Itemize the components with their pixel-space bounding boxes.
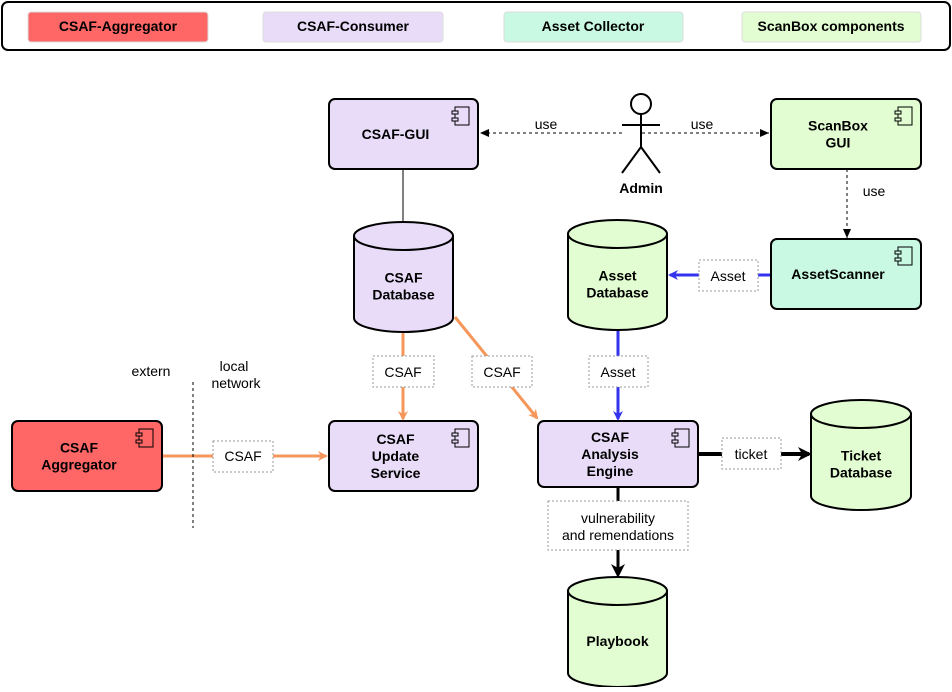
use-label-scanbox-gui: use — [691, 116, 714, 132]
legend-scanbox-swatch — [741, 11, 922, 43]
playbook-database-label-1: Playbook — [586, 633, 648, 649]
csaf-label-update: CSAF — [372, 355, 435, 388]
uml-component-icon — [451, 428, 470, 448]
boundary-extern-label: extern — [132, 363, 171, 379]
legend-consumer-swatch — [262, 11, 444, 43]
scanbox-gui-component-label-1: ScanBox — [808, 118, 868, 134]
ticket-database-label-1: Ticket — [841, 448, 882, 464]
legend-consumer-label: CSAF-Consumer — [297, 18, 410, 34]
asset-label-scanner: Asset — [698, 259, 759, 292]
svg-text:Asset: Asset — [710, 268, 745, 284]
svg-text:vulnerability: vulnerability — [581, 510, 655, 526]
csaf-gui-component-label-1: CSAF-GUI — [362, 126, 430, 142]
csaf-analysis-engine-component-label-2: Analysis — [581, 446, 639, 462]
use-label-csaf-gui: use — [535, 116, 558, 132]
svg-text:ticket: ticket — [735, 446, 768, 462]
asset-database-label-2: Database — [586, 285, 648, 301]
uml-component-icon — [451, 106, 470, 126]
asset-database-label-1: Asset — [598, 268, 636, 284]
ticket-label: ticket — [721, 437, 782, 470]
csaf-analysis-engine-component-label-3: Engine — [587, 463, 634, 479]
svg-text:Asset: Asset — [600, 364, 635, 380]
boundary-local-label-2: network — [211, 375, 261, 391]
csaf-database-label-2: Database — [372, 287, 434, 303]
csaf-gui-component[interactable]: CSAF-GUI — [328, 98, 479, 170]
scanbox-gui-component-label-2: GUI — [826, 135, 851, 151]
uml-component-icon — [671, 428, 690, 448]
svg-text:CSAF: CSAF — [483, 364, 520, 380]
uml-component-icon — [135, 428, 154, 448]
csaf-update-service-component-label-3: Service — [371, 465, 421, 481]
use-label-scanner: use — [863, 183, 886, 199]
admin-label: Admin — [619, 180, 663, 196]
admin-actor — [621, 93, 661, 174]
svg-text:CSAF: CSAF — [384, 364, 421, 380]
asset-label-engine: Asset — [588, 355, 649, 388]
ticket-database-label-2: Database — [830, 465, 892, 481]
csaf-update-service-component-label-2: Update — [372, 448, 420, 464]
legend-aggregator-label: CSAF-Aggregator — [59, 18, 178, 34]
uml-component-icon — [894, 106, 913, 126]
uml-component-icon — [894, 246, 913, 266]
admin-head — [630, 93, 652, 115]
svg-text:CSAF: CSAF — [224, 448, 261, 464]
playbook-database[interactable]: Playbook — [567, 576, 668, 688]
asset-scanner-component[interactable]: AssetScanner — [770, 238, 922, 310]
csaf-database-label-1: CSAF — [384, 270, 423, 286]
csaf-aggregator-component-label-1: CSAF — [60, 440, 99, 456]
legend: CSAF-Aggregator CSAF-Consumer Asset Coll… — [1, 1, 951, 51]
legend-aggregator-swatch — [27, 11, 209, 43]
svg-text:and remendations: and remendations — [562, 527, 674, 543]
csaf-update-service-component-label-1: CSAF — [376, 431, 415, 447]
asset-scanner-component-label-1: AssetScanner — [791, 266, 885, 282]
boundary-local-label-1: local — [220, 358, 249, 374]
csaf-label-engine: CSAF — [471, 355, 533, 388]
csaf-label-aggregator: CSAF — [212, 440, 274, 473]
legend-collector-label: Asset Collector — [542, 18, 645, 34]
vulnerability-label: vulnerability and remendations — [547, 500, 689, 551]
legend-scanbox-label: ScanBox components — [757, 18, 904, 34]
legend-collector-swatch — [503, 11, 684, 43]
csaf-analysis-engine-component-label-1: CSAF — [591, 429, 630, 445]
csaf-aggregator-component-label-2: Aggregator — [41, 457, 117, 473]
